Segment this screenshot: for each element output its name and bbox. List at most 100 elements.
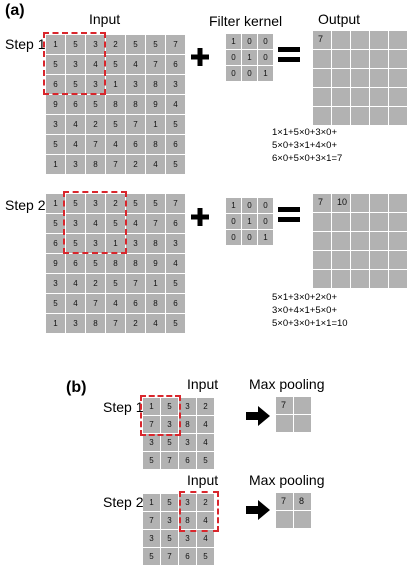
output-cell bbox=[351, 107, 369, 125]
output-cell bbox=[370, 213, 388, 231]
matrix-cell: 4 bbox=[66, 135, 85, 154]
output-matrix: 7 bbox=[313, 31, 407, 125]
matrix-cell: 4 bbox=[66, 115, 85, 134]
matrix-cell: 3 bbox=[179, 434, 196, 451]
matrix-cell: 3 bbox=[179, 398, 196, 415]
output-cell bbox=[332, 107, 350, 125]
matrix-cell: 3 bbox=[66, 155, 85, 174]
output-cell bbox=[370, 107, 388, 125]
matrix-cell: 7 bbox=[166, 194, 185, 213]
matrix-cell: 3 bbox=[161, 512, 178, 529]
output-cell bbox=[389, 88, 407, 106]
matrix-cell: 1 bbox=[226, 198, 241, 213]
matrix-cell: 0 bbox=[226, 66, 241, 81]
matrix-cell: 8 bbox=[106, 254, 125, 273]
matrix-cell: 1 bbox=[106, 75, 125, 94]
matrix-cell: 5 bbox=[161, 530, 178, 547]
matrix-cell: 4 bbox=[86, 55, 105, 74]
max-pooling-title: Max pooling bbox=[249, 376, 325, 392]
output-cell bbox=[313, 270, 331, 288]
output-cell bbox=[389, 69, 407, 87]
matrix-cell: 1 bbox=[143, 398, 160, 415]
matrix-cell: 6 bbox=[166, 214, 185, 233]
matrix-cell: 3 bbox=[126, 75, 145, 94]
matrix-cell: 3 bbox=[86, 75, 105, 94]
matrix-cell: 3 bbox=[179, 494, 196, 511]
output-cell bbox=[389, 107, 407, 125]
input-title: Input bbox=[187, 376, 219, 392]
matrix-cell: 5 bbox=[66, 75, 85, 94]
matrix-cell: 4 bbox=[197, 416, 214, 433]
matrix-cell: 3 bbox=[66, 214, 85, 233]
matrix-cell: 7 bbox=[166, 35, 185, 54]
matrix-cell: 1 bbox=[226, 34, 241, 49]
output-cell bbox=[313, 251, 331, 269]
matrix-cell: 5 bbox=[146, 35, 165, 54]
output-cell bbox=[389, 194, 407, 212]
matrix-cell: 5 bbox=[146, 194, 165, 213]
output-title: Output bbox=[318, 11, 361, 27]
matrix-cell: 6 bbox=[179, 452, 196, 469]
step-1-label: Step 1 bbox=[5, 36, 46, 52]
matrix-cell: 8 bbox=[126, 254, 145, 273]
matrix-cell: 1 bbox=[143, 494, 160, 511]
output-cell bbox=[370, 232, 388, 250]
output-cell: 10 bbox=[332, 194, 350, 212]
output-cell: 8 bbox=[294, 493, 311, 510]
matrix-cell: 1 bbox=[242, 50, 257, 65]
matrix-cell: 7 bbox=[161, 452, 178, 469]
output-cell bbox=[332, 232, 350, 250]
matrix-cell: 8 bbox=[146, 135, 165, 154]
matrix-cell: 5 bbox=[66, 194, 85, 213]
arrow-icon bbox=[246, 406, 270, 431]
output-cell bbox=[276, 511, 293, 528]
matrix-cell: 5 bbox=[166, 115, 185, 134]
matrix-cell: 3 bbox=[166, 75, 185, 94]
output-cell bbox=[351, 31, 369, 49]
matrix-cell: 4 bbox=[106, 135, 125, 154]
matrix-cell: 3 bbox=[66, 314, 85, 333]
matrix-cell: 4 bbox=[197, 530, 214, 547]
matrix-cell: 7 bbox=[106, 314, 125, 333]
matrix-cell: 5 bbox=[86, 95, 105, 114]
matrix-cell: 0 bbox=[242, 230, 257, 245]
output-cell: 7 bbox=[313, 31, 331, 49]
matrix-cell: 1 bbox=[46, 314, 65, 333]
matrix-cell: 7 bbox=[106, 155, 125, 174]
output-cell bbox=[389, 251, 407, 269]
matrix-cell: 8 bbox=[146, 234, 165, 253]
matrix-cell: 5 bbox=[126, 194, 145, 213]
matrix-cell: 4 bbox=[166, 254, 185, 273]
matrix-cell: 3 bbox=[46, 274, 65, 293]
matrix-cell: 1 bbox=[242, 214, 257, 229]
output-cell bbox=[276, 415, 293, 432]
matrix-cell: 5 bbox=[46, 55, 65, 74]
matrix-cell: 6 bbox=[126, 135, 145, 154]
matrix-cell: 1 bbox=[146, 274, 165, 293]
output-cell bbox=[389, 270, 407, 288]
matrix-cell: 7 bbox=[146, 55, 165, 74]
matrix-cell: 8 bbox=[179, 416, 196, 433]
matrix-cell: 5 bbox=[66, 234, 85, 253]
matrix-cell: 5 bbox=[166, 314, 185, 333]
arrow-icon bbox=[246, 500, 270, 525]
matrix-cell: 5 bbox=[197, 548, 214, 565]
matrix-cell: 5 bbox=[161, 434, 178, 451]
output-cell bbox=[389, 213, 407, 231]
matrix-cell: 5 bbox=[197, 452, 214, 469]
matrix-cell: 0 bbox=[226, 214, 241, 229]
matrix-cell: 0 bbox=[226, 50, 241, 65]
output-cell bbox=[389, 50, 407, 68]
calc-line: 1×1+5×0+3×0+ bbox=[272, 127, 337, 138]
matrix-cell: 4 bbox=[126, 55, 145, 74]
equals-symbol bbox=[278, 206, 300, 229]
matrix-cell: 5 bbox=[166, 155, 185, 174]
matrix-cell: 5 bbox=[46, 294, 65, 313]
output-cell bbox=[351, 270, 369, 288]
step-1-label: Step 1 bbox=[103, 399, 144, 415]
matrix-cell: 2 bbox=[86, 115, 105, 134]
matrix-cell: 5 bbox=[86, 254, 105, 273]
matrix-cell: 6 bbox=[46, 75, 65, 94]
